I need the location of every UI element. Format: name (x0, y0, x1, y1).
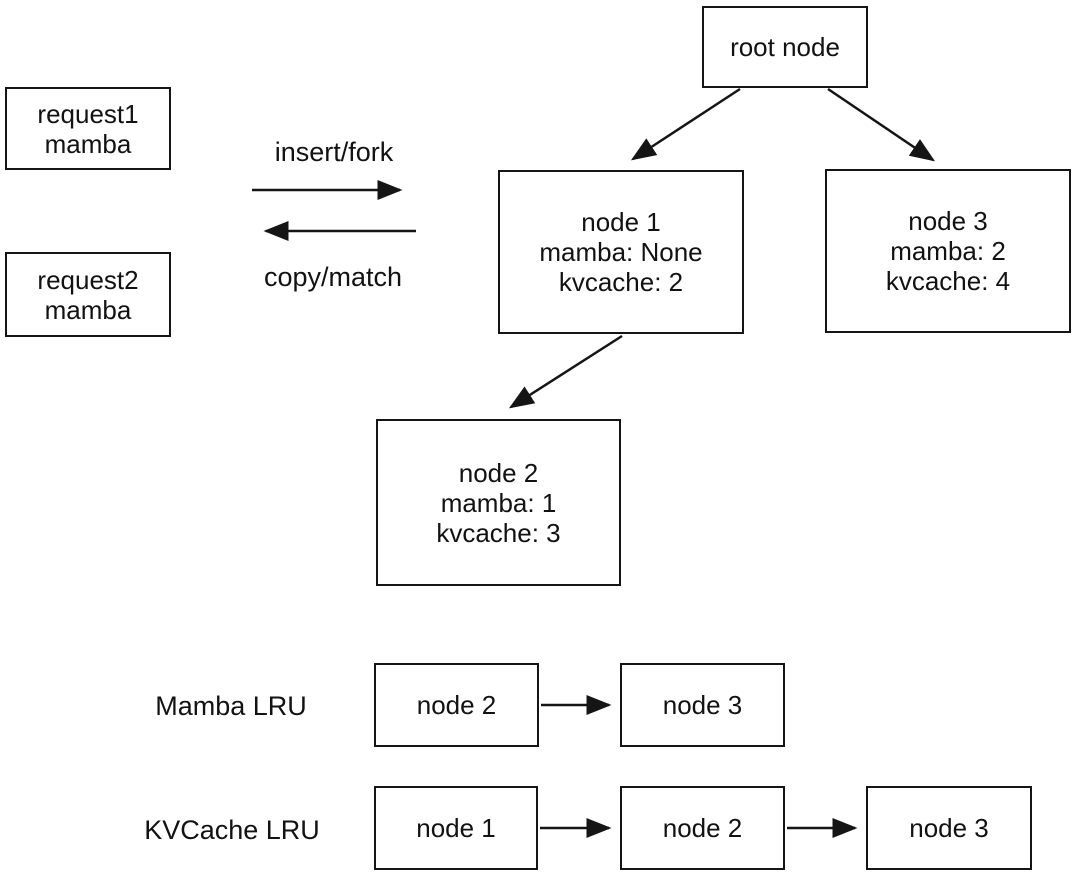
kvcache-lru-item-node3: node 3 (866, 786, 1032, 870)
node2-box: node 2 mamba: 1 kvcache: 3 (376, 419, 621, 586)
node3-mamba-value: mamba: 2 (890, 236, 1006, 266)
node2-title: node 2 (458, 457, 539, 488)
request1-name: request1 (37, 98, 139, 129)
request2-box: request2 mamba (5, 252, 171, 337)
node1-kvcache-value: kvcache: 2 (558, 267, 684, 297)
node1-mamba-value: mamba: None (539, 237, 703, 267)
edge-root-to-node3 (827, 87, 936, 162)
request2-type: mamba (44, 294, 132, 325)
edge-root-to-node1 (630, 87, 741, 161)
kvcache-lru-label: KVCache LRU (144, 815, 320, 845)
edge-node1-to-node2 (508, 334, 623, 409)
mamba-lru-item-node3-label: node 3 (662, 690, 743, 720)
mamba-lru-item-node2-label: node 2 (416, 690, 497, 720)
kvcache-lru-item-node3-label: node 3 (909, 813, 989, 843)
root-node-box: root node (702, 6, 868, 88)
kvcache-lru-item-node1-label: node 1 (416, 813, 496, 843)
node3-box: node 3 mamba: 2 kvcache: 4 (825, 169, 1071, 333)
request1-box: request1 mamba (5, 87, 171, 170)
node2-kvcache-value: kvcache: 3 (436, 517, 561, 548)
request1-type: mamba (44, 128, 132, 159)
root-node-label: root node (730, 32, 840, 62)
request2-name: request2 (37, 264, 139, 295)
node2-mamba-value: mamba: 1 (440, 487, 557, 518)
kvcache-lru-item-node2: node 2 (620, 786, 785, 870)
mamba-lru-item-node2: node 2 (374, 663, 539, 747)
copy-match-label: copy/match (263, 262, 403, 292)
mamba-lru-label: Mamba LRU (155, 691, 307, 721)
node3-title: node 3 (908, 206, 988, 236)
insert-fork-label: insert/fork (274, 137, 394, 167)
node1-box: node 1 mamba: None kvcache: 2 (498, 170, 744, 334)
kvcache-lru-item-node1: node 1 (374, 786, 538, 870)
node3-kvcache-value: kvcache: 4 (885, 266, 1011, 296)
mamba-lru-item-node3: node 3 (620, 663, 785, 747)
node1-title: node 1 (581, 207, 661, 237)
kvcache-lru-item-node2-label: node 2 (662, 813, 743, 843)
